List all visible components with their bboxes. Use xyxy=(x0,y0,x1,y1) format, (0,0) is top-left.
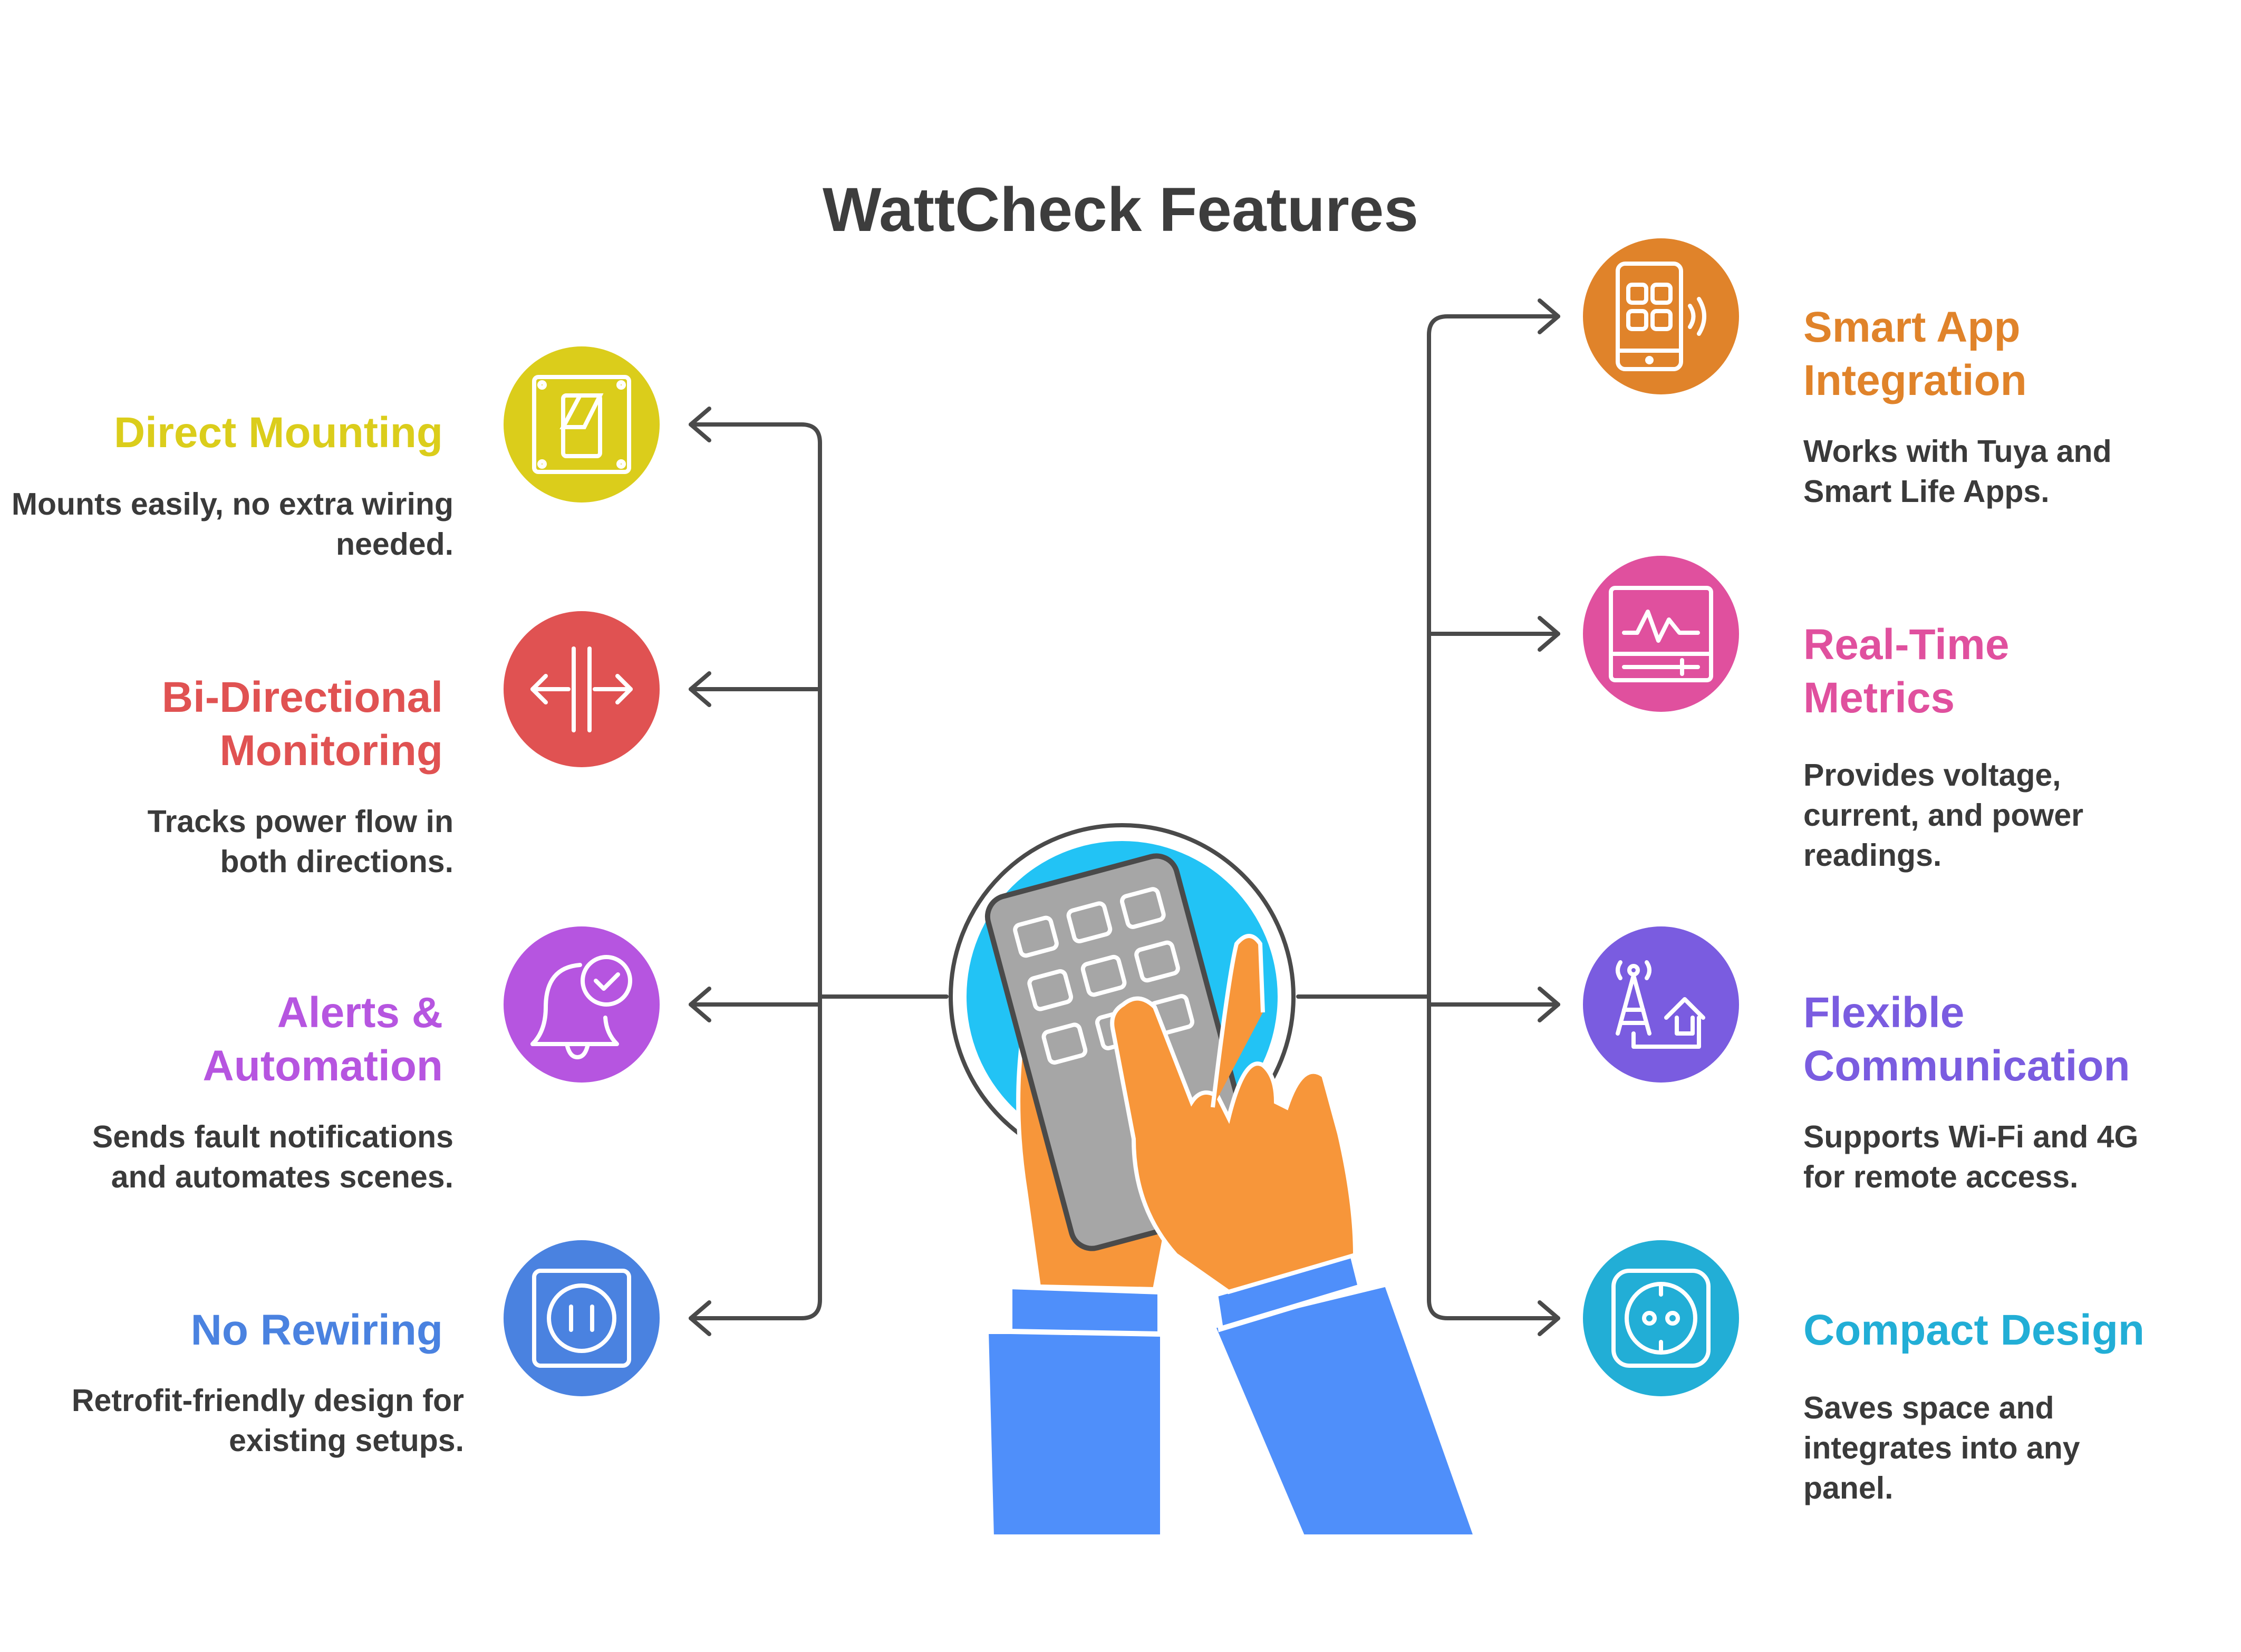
monitor-waveform-icon xyxy=(1609,586,1713,682)
feature-title-bi-directional: Bi-Directional Monitoring xyxy=(161,673,443,775)
feature-icon-compact xyxy=(1583,1240,1739,1396)
feature-icon-direct-mounting xyxy=(504,346,660,503)
smartphone-app-icon xyxy=(1616,262,1706,371)
feature-desc-bi-directional: Tracks power flow in both directions. xyxy=(147,804,453,879)
feature-desc-alerts: Sends fault notifications and automates … xyxy=(92,1119,453,1194)
arrowhead-left-3 xyxy=(689,987,711,1022)
connector-line-right-1 xyxy=(1427,314,1560,999)
arrowhead-right-3 xyxy=(1538,987,1560,1022)
feature-desc-direct-mounting: Mounts easily, no extra wiring needed. xyxy=(11,487,453,562)
feature-desc-flexible-comm: Supports Wi-Fi and 4G for remote access. xyxy=(1803,1119,2139,1194)
arrowhead-left-1 xyxy=(689,407,711,442)
connector-lines xyxy=(689,298,1560,1336)
arrowhead-left-4 xyxy=(689,1300,711,1336)
feature-title-flexible-comm: Flexible Communication xyxy=(1803,989,2130,1090)
arrowhead-left-2 xyxy=(689,671,711,707)
connector-line-left-1 xyxy=(689,422,822,1007)
left-cuff xyxy=(1007,1283,1163,1337)
feature-desc-smart-app: Works with Tuya and Smart Life Apps. xyxy=(1803,434,2112,509)
left-sleeve xyxy=(983,1329,1165,1540)
antenna-house-icon xyxy=(1616,960,1705,1049)
feature-icon-smart-app xyxy=(1583,238,1739,394)
feature-title-compact: Compact Design xyxy=(1803,1306,2145,1354)
arrowhead-right-2 xyxy=(1538,616,1560,652)
feature-title-no-rewiring: No Rewiring xyxy=(190,1306,443,1354)
bidirectional-arrows-icon xyxy=(530,646,633,732)
hands-holding-device-illustration xyxy=(949,823,1481,1540)
arrowhead-right-4 xyxy=(1538,1300,1560,1336)
feature-desc-compact: Saves space and integrates into any pane… xyxy=(1803,1390,2080,1505)
feature-icon-bi-directional xyxy=(504,611,660,767)
socket-icon xyxy=(1611,1269,1711,1368)
connector-line-right-4 xyxy=(1427,994,1560,1320)
outlet-icon xyxy=(532,1269,631,1368)
bell-check-icon xyxy=(530,955,632,1059)
arrowhead-right-1 xyxy=(1538,298,1560,334)
feature-title-alerts: Alerts & Automation xyxy=(202,989,443,1090)
feature-desc-real-time: Provides voltage, current, and power rea… xyxy=(1803,758,2084,873)
feature-title-direct-mounting: Direct Mounting xyxy=(113,409,443,457)
connector-line-left-4 xyxy=(689,1002,822,1320)
feature-title-real-time: Real-Time Metrics xyxy=(1803,621,2010,722)
feature-icon-alerts xyxy=(504,926,660,1083)
switch-icon xyxy=(532,375,631,474)
feature-icon-flexible-comm xyxy=(1583,926,1739,1083)
page-title: WattCheck Features xyxy=(822,175,1419,245)
feature-desc-no-rewiring: Retrofit-friendly design for existing se… xyxy=(71,1383,464,1458)
right-thumb xyxy=(1211,934,1265,1108)
feature-icon-no-rewiring xyxy=(504,1240,660,1396)
feature-icon-real-time xyxy=(1583,556,1739,712)
feature-title-smart-app: Smart App Integration xyxy=(1803,303,2027,404)
right-hand xyxy=(1110,996,1358,1294)
